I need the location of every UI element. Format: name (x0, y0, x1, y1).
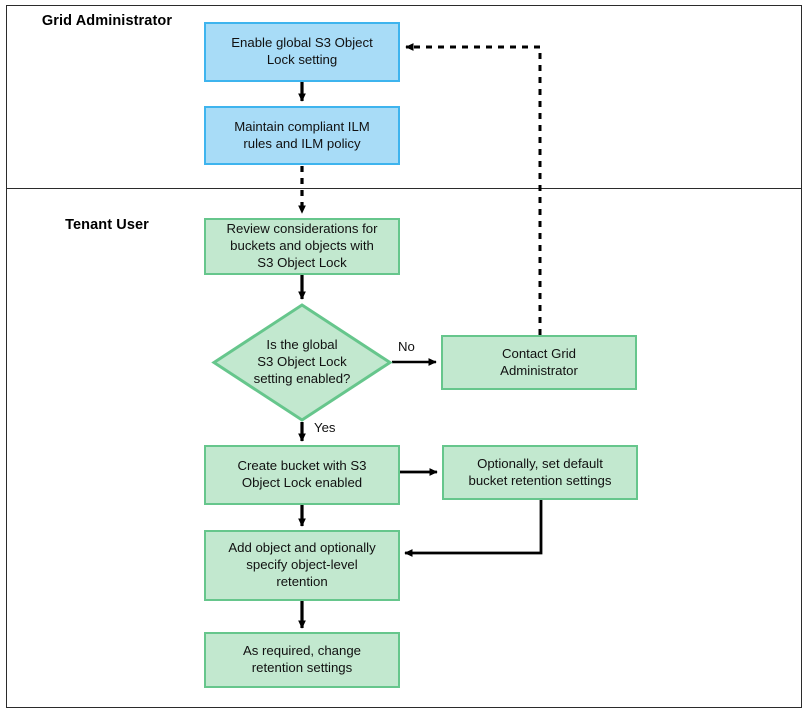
node-review-considerations[interactable]: Review considerations for buckets and ob… (204, 218, 400, 275)
node-decision-label: Is the global S3 Object Lock setting ena… (253, 337, 351, 386)
node-change-retention-settings[interactable]: As required, change retention settings (204, 632, 400, 688)
node-maintain-compliant-ilm[interactable]: Maintain compliant ILM rules and ILM pol… (204, 106, 400, 165)
node-decision-global-lock-enabled[interactable]: Is the global S3 Object Lock setting ena… (211, 303, 393, 422)
edge-label-no: No (398, 339, 415, 354)
swimlane-label-tenant-user: Tenant User (65, 217, 149, 233)
node-optional-default-bucket-retention[interactable]: Optionally, set default bucket retention… (442, 445, 638, 500)
node-enable-global-s3-object-lock[interactable]: Enable global S3 Object Lock setting (204, 22, 400, 82)
node-add-object-specify-retention[interactable]: Add object and optionally specify object… (204, 530, 400, 601)
diagram-frame (6, 5, 802, 708)
node-contact-grid-administrator[interactable]: Contact Grid Administrator (441, 335, 637, 390)
node-create-bucket-with-s3-object-lock[interactable]: Create bucket with S3 Object Lock enable… (204, 445, 400, 505)
edge-label-yes: Yes (314, 420, 336, 435)
diamond-shape (211, 303, 393, 422)
swimlane-divider (7, 188, 801, 189)
swimlane-label-grid-administrator: Grid Administrator (41, 13, 173, 29)
